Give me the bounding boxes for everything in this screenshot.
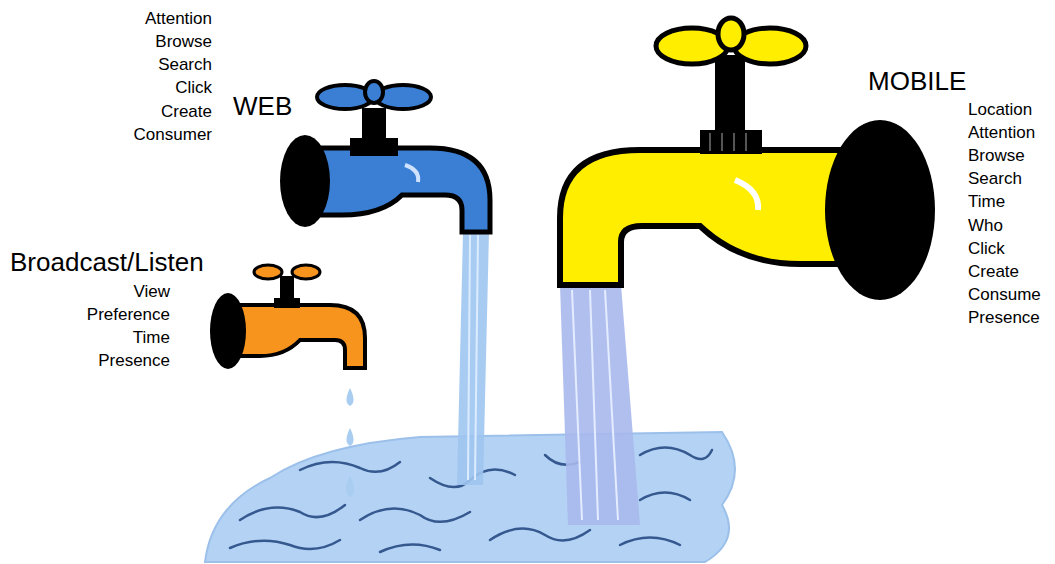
stream-highlight: [572, 290, 618, 520]
stream: [457, 232, 489, 485]
faucet-wheel: [825, 120, 935, 300]
list-item: Location: [968, 100, 1032, 120]
rib: [709, 133, 711, 151]
list-item: Presence: [98, 351, 170, 371]
swirl: [380, 544, 440, 552]
list-item: Attention: [145, 9, 212, 29]
faucet-title: WEB: [233, 92, 292, 122]
list-item: Search: [968, 169, 1022, 189]
list-item: Create: [968, 262, 1019, 282]
list-item: View: [133, 282, 170, 302]
water-drops: [346, 388, 354, 497]
list-item: Presence: [968, 308, 1040, 328]
rib: [745, 133, 747, 151]
faucet-wheel: [210, 293, 246, 369]
list-item: Click: [175, 78, 212, 98]
faucet-shine: [735, 180, 758, 210]
list-item: Search: [158, 55, 212, 75]
mobile-faucet: [560, 18, 935, 300]
list-item: Click: [968, 239, 1005, 259]
faucet-wheel: [280, 135, 330, 227]
list-item: Time: [133, 328, 170, 348]
list-item: Time: [968, 192, 1005, 212]
swirl: [360, 509, 470, 522]
drop: [347, 388, 354, 406]
rib: [733, 133, 735, 151]
faucet-collar: [700, 130, 762, 154]
stream-highlight: [468, 235, 478, 480]
faucet-knob: [718, 18, 744, 50]
faucet-body: [228, 305, 365, 368]
water-stream-web: [457, 232, 489, 485]
swirl: [640, 448, 712, 460]
web-faucet: [280, 81, 490, 232]
list-item: Browse: [968, 146, 1025, 166]
drop: [347, 428, 354, 446]
stream: [560, 285, 640, 525]
drop: [346, 476, 354, 497]
faucet-handle: [292, 265, 320, 279]
list-item: Browse: [155, 32, 212, 52]
faucet-title: Broadcast/Listen: [10, 248, 204, 278]
faucet-handle: [254, 265, 282, 279]
faucet-shine: [405, 165, 418, 182]
swirl: [490, 529, 590, 541]
swirl: [640, 493, 690, 501]
list-item: Consume: [968, 285, 1041, 305]
list-item: Consumer: [134, 125, 212, 145]
list-item: Create: [161, 102, 212, 122]
faucet-collar: [274, 298, 300, 308]
faucet-collar: [350, 138, 398, 156]
swirl: [230, 540, 340, 549]
rib: [721, 133, 723, 151]
water-stream-mobile: [560, 285, 640, 525]
faucet-title: MOBILE: [868, 67, 966, 97]
list-item: Preference: [87, 305, 170, 325]
faucet-knob: [365, 81, 383, 103]
broadcast-faucet: [210, 265, 365, 369]
swirl: [620, 538, 680, 546]
list-item: Who: [968, 216, 1003, 236]
collar-ribs: [710, 133, 746, 151]
list-item: Attention: [968, 123, 1035, 143]
swirl: [240, 505, 345, 520]
swirl: [300, 462, 400, 472]
